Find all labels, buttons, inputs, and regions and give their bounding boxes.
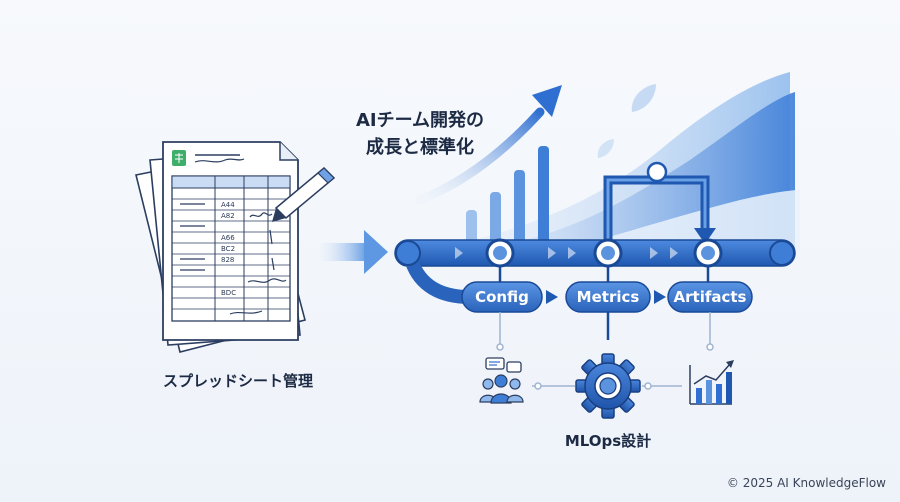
sheet-cell: A82 <box>221 212 235 220</box>
pipeline: Config Metrics Artifacts <box>394 161 796 313</box>
wave-front <box>560 190 800 250</box>
loop-node <box>646 161 668 183</box>
growth-bar <box>466 210 477 244</box>
config-node: Config <box>461 281 543 313</box>
leaf-icon <box>597 84 656 158</box>
growth-bar <box>490 192 501 244</box>
pencil-icon <box>272 166 336 222</box>
sheet-cell: A44 <box>221 201 235 209</box>
growth-bar <box>538 146 549 244</box>
arrow-right-icon <box>546 290 558 304</box>
sheet-cell: A66 <box>221 234 235 242</box>
flow-arrow-icon <box>320 230 388 274</box>
sheet-grid <box>171 175 291 322</box>
sheet-cell: BDC <box>221 289 236 297</box>
spreadsheet-label: スプレッドシート管理 <box>163 372 313 390</box>
gear-icon <box>575 353 641 419</box>
spreadsheet-app-icon <box>172 150 186 166</box>
growth-waves <box>420 72 800 250</box>
mlops-section <box>479 312 734 419</box>
artifacts-label: Artifacts <box>674 288 747 306</box>
growth-arrow-icon <box>415 85 562 205</box>
bar-chart-icon <box>689 360 734 405</box>
mlops-label: MLOps設計 <box>565 432 651 450</box>
metrics-node: Metrics <box>565 281 651 313</box>
sheet-cell: 828 <box>221 256 234 264</box>
growth-bar <box>514 170 525 244</box>
sheet-cell: BC2 <box>221 245 235 253</box>
team-chat-icon <box>479 357 524 404</box>
growth-title-line1: AIチーム開発の <box>356 109 484 131</box>
config-label: Config <box>475 288 529 306</box>
artifacts-node: Artifacts <box>667 281 753 313</box>
spreadsheet-illustration: A44 A82 A66 BC2 828 BDC <box>135 141 336 353</box>
arrow-right-icon <box>654 290 666 304</box>
copyright-text: © 2025 AI KnowledgeFlow <box>726 476 886 490</box>
growth-title-line2: 成長と標準化 <box>366 136 474 158</box>
growth-bars <box>466 146 549 244</box>
metrics-label: Metrics <box>577 288 640 306</box>
